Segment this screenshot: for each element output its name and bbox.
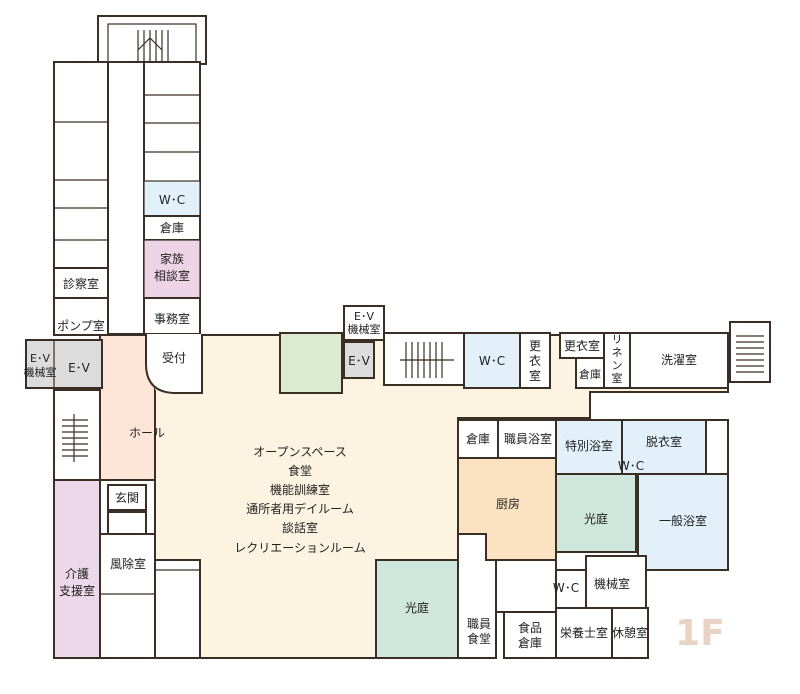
entrance (107, 484, 147, 511)
kitchen-label: 厨房 (496, 496, 520, 511)
reception-counter (145, 334, 203, 394)
open-space-label-4: 通所者用デイルーム (246, 501, 354, 516)
general-bath (637, 473, 729, 571)
courtyard-center-label: 光庭 (584, 511, 608, 526)
family-consult-room (143, 239, 201, 299)
office-label: 事務室 (154, 311, 190, 326)
floor-label: 1F (675, 613, 725, 654)
pump-room-label: ポンプ室 (57, 318, 105, 333)
wc-south-label: W･C (553, 581, 579, 595)
wc-center-label: W･C (479, 354, 505, 368)
food-storage-label-1: 食品 (518, 620, 542, 635)
linen-label-4: 室 (612, 371, 623, 385)
machine-room-label: 機械室 (594, 576, 630, 591)
ev-center (343, 341, 375, 379)
ev-west-label-2: 機械室 (24, 365, 57, 379)
general-bath-label: 一般浴室 (659, 513, 707, 528)
changing-room-center (519, 332, 551, 389)
linen-label-3: ン (612, 359, 623, 372)
changing-room-east (559, 332, 605, 359)
entrance-mat (107, 511, 147, 535)
exam-room-label: 診察室 (63, 276, 99, 291)
courtyard-center (555, 473, 637, 553)
linen-label-2: ネ (612, 346, 623, 359)
courtyard-south (375, 559, 459, 659)
north-stair-icon (107, 23, 197, 63)
open-space-label-5: 談話室 (282, 520, 318, 535)
bath-store (705, 419, 729, 475)
staff-dining-label-1: 職員 (467, 617, 491, 631)
family-consult-label-2: 相談室 (154, 268, 190, 283)
open-space-label-6: レクリエーションルーム (234, 541, 365, 555)
storage-east (575, 357, 605, 389)
reception-label: 受付 (162, 351, 186, 365)
east-stair-icon (736, 335, 764, 373)
corridor-north (107, 61, 145, 335)
ev-center-label-1: E･V (354, 310, 374, 323)
food-storage (503, 611, 557, 659)
office (143, 297, 201, 335)
ev-center-label-2: 機械室 (348, 322, 381, 336)
family-consult-label-1: 家族 (160, 251, 184, 266)
south-corridor (495, 559, 557, 613)
storage-kitchen-label: 倉庫 (466, 431, 490, 446)
south-store (154, 559, 201, 659)
food-storage-label-2: 倉庫 (518, 635, 542, 650)
undress-label: 脱衣室 (646, 434, 682, 449)
open-space-label-1: オープンスペース (253, 445, 347, 459)
changing-east-label: 更衣室 (564, 338, 600, 353)
windbreak-label: 風除室 (110, 556, 146, 571)
pump-room (53, 297, 109, 336)
open-space-label-3: 機能訓練室 (270, 482, 330, 497)
rest-room (611, 607, 649, 659)
laundry-label: 洗濯室 (661, 352, 697, 367)
windbreak-room (99, 533, 156, 659)
nutrition-label: 栄養士室 (560, 625, 608, 640)
ev-west-block (25, 339, 103, 389)
special-bath-label: 特別浴室 (565, 438, 613, 453)
care-support-room (53, 479, 101, 659)
laundry-room (629, 332, 729, 389)
changing-label-1: 更 (529, 339, 541, 353)
staff-dining-label-2: 食堂 (467, 631, 491, 646)
staff-bath-label: 職員浴室 (504, 431, 552, 446)
center-stair-icon (400, 342, 454, 378)
changing-label-3: 室 (529, 368, 541, 383)
care-support-label-1: 介護 (65, 566, 89, 581)
courtyard-small (279, 332, 343, 394)
nutrition-room (555, 607, 613, 659)
ev-west-label-3: E･V (68, 361, 91, 375)
courtyard-south-label: 光庭 (405, 600, 429, 615)
open-space-label-2: 食堂 (288, 463, 312, 478)
wc-north-label: W･C (159, 193, 185, 207)
ev-center-label-3: E･V (348, 354, 371, 368)
changing-label-2: 衣 (529, 353, 541, 368)
west-stair (53, 389, 101, 481)
storage-east-label: 倉庫 (579, 367, 601, 381)
ev-center-machine (343, 305, 385, 341)
wc-bath-label: W･C (618, 459, 644, 473)
west-stair-icon (62, 414, 88, 462)
hall-label: ホール (129, 426, 165, 440)
storage-north-label: 倉庫 (160, 220, 184, 235)
entrance-label: 玄関 (115, 490, 139, 505)
rest-label: 休憩室 (612, 625, 648, 640)
linen-label-1: リ (612, 333, 623, 346)
care-support-label-2: 支援室 (59, 583, 95, 598)
ev-west-label-1: E･V (30, 352, 50, 365)
east-stair (729, 321, 771, 383)
